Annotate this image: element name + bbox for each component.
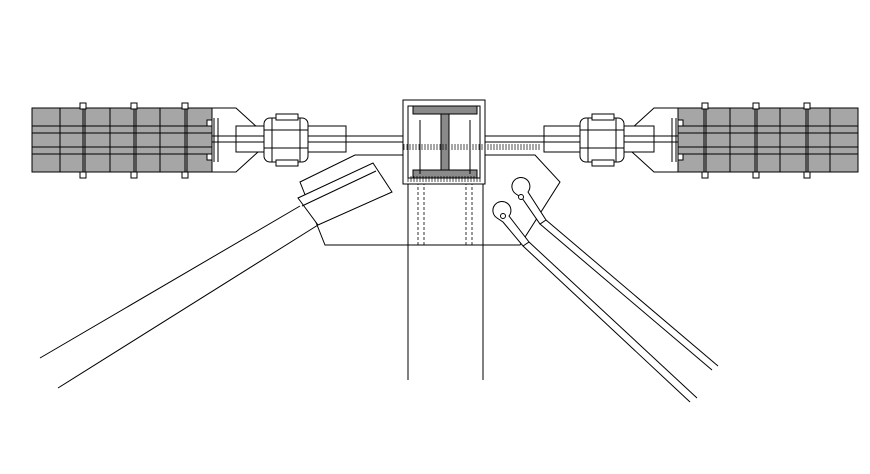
bolt-icon	[181, 102, 189, 179]
right-bolts	[676, 102, 811, 179]
bolt-icon	[701, 102, 709, 179]
vertical-column	[407, 182, 484, 380]
weld-hatching	[403, 144, 540, 182]
bolt-icon	[79, 102, 87, 179]
left-inclined-strut	[39, 162, 393, 389]
column-cap-box	[402, 99, 486, 185]
rod-eye-upper	[511, 177, 547, 225]
right-timber-beam	[677, 107, 859, 173]
left-timber-beam	[31, 107, 213, 173]
bolt-icon	[803, 102, 811, 179]
rod-eye-lower	[492, 201, 530, 247]
bolt-icon	[752, 102, 760, 179]
left-clevis-assembly	[235, 113, 347, 167]
bolt-icon	[130, 102, 138, 179]
right-diagonal-rods	[492, 177, 719, 403]
left-bolts	[79, 102, 214, 179]
right-clevis-assembly	[543, 113, 655, 167]
i-beam-section	[412, 105, 478, 179]
